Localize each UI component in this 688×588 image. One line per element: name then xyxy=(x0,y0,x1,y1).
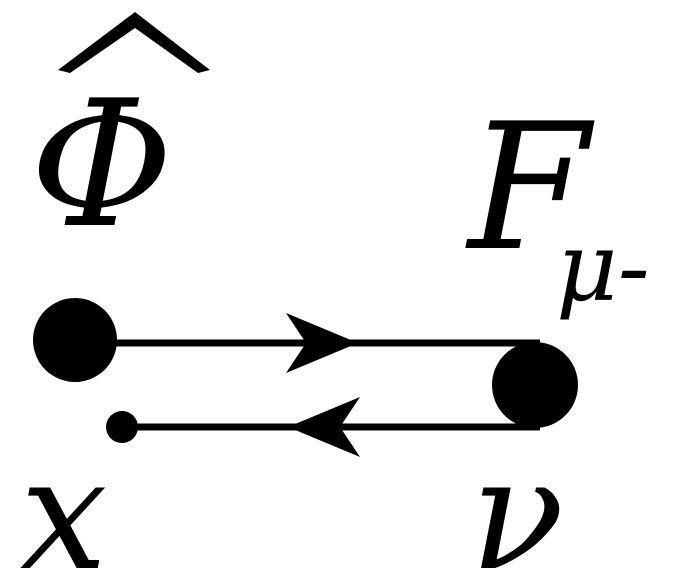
f-symbol: F xyxy=(465,87,595,290)
lower-arrow xyxy=(288,397,360,457)
right-vertex xyxy=(492,342,578,428)
phi-symbol: Φ xyxy=(30,64,173,267)
left-small-vertex xyxy=(106,411,138,443)
x-symbol: x xyxy=(20,424,107,588)
hat-accent xyxy=(58,12,210,73)
nu-symbol: ν xyxy=(470,424,564,588)
f-subscript: μ- xyxy=(556,213,650,323)
left-large-vertex xyxy=(33,298,117,382)
upper-arrow xyxy=(286,313,358,373)
